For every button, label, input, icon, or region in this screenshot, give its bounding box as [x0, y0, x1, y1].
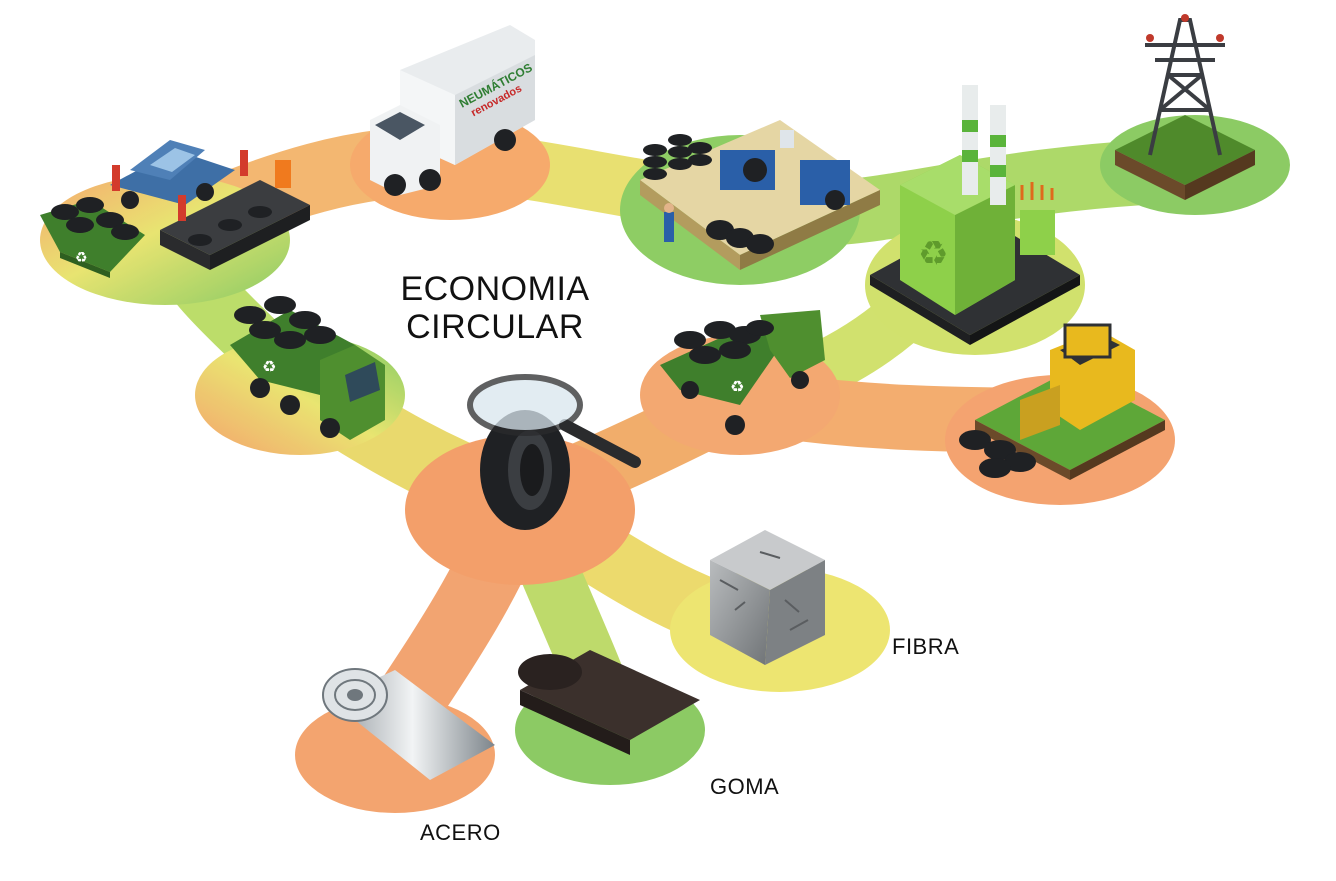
diagram-title: ECONOMIA CIRCULAR — [330, 270, 660, 346]
bulldozer-icon — [959, 323, 1165, 480]
rubber-cube-icon — [710, 530, 825, 665]
delivery-truck-icon: NEUMÁTICOS renovados — [370, 25, 535, 196]
material-label-fibra: FIBRA — [892, 634, 960, 659]
svg-text:♻: ♻ — [75, 250, 88, 266]
steel-roll-icon — [322, 668, 495, 780]
skip-truck-icon: ♻ — [230, 296, 385, 440]
rubber-sheet-icon — [518, 650, 700, 755]
power-pylon-icon — [1115, 14, 1255, 200]
recycling-factory-icon: ♻ — [870, 85, 1080, 345]
svg-text:♻: ♻ — [918, 234, 948, 274]
svg-text:♻: ♻ — [730, 377, 744, 396]
material-label-goma: GOMA — [710, 774, 780, 799]
magnifier-tire-icon — [467, 374, 641, 530]
tire-collection-truck-icon: ♻ — [660, 310, 825, 435]
workshop-scene-icon: ♻ — [40, 140, 310, 278]
title-line-2: CIRCULAR — [406, 308, 584, 346]
tire-processing-plant-icon — [640, 120, 880, 270]
title-line-1: ECONOMIA — [400, 270, 590, 308]
svg-text:♻: ♻ — [262, 357, 276, 376]
material-label-acero: ACERO — [420, 820, 501, 845]
